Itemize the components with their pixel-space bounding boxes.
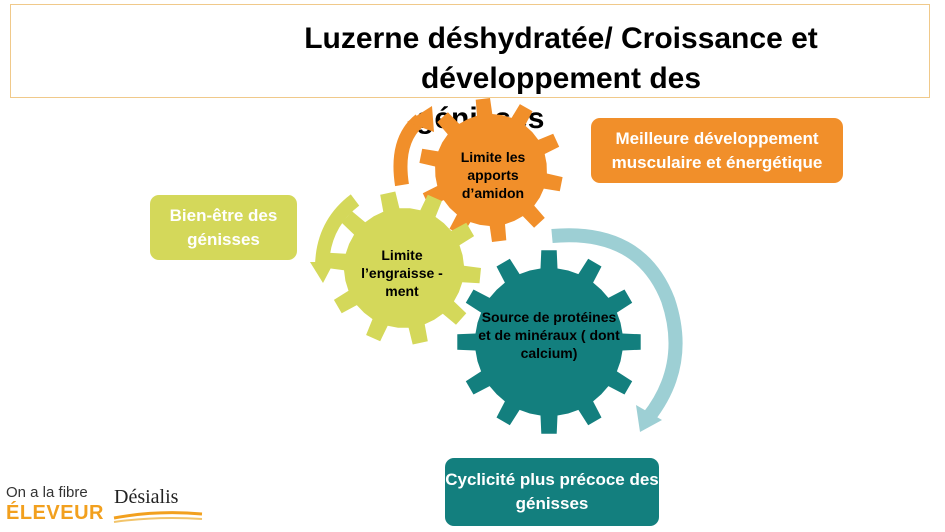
teal-benefit-box: Cyclicité plus précoce des génisses: [445, 458, 659, 526]
desialis-logo: Désialis: [114, 486, 179, 508]
orange-curved-arrow: [393, 106, 434, 187]
desialis-swoosh-icon: [113, 511, 203, 523]
yellow-gear: [327, 191, 481, 345]
teal-gear-label: Source de protéines et de minéraux ( don…: [478, 309, 620, 361]
logo-left-line-2: ÉLEVEUR: [6, 502, 104, 524]
green-benefit-box: Bien-être des génisses: [150, 195, 297, 260]
on-a-la-fibre-logo: On a la fibre ÉLEVEUR: [6, 484, 106, 524]
orange-benefit-box: Meilleure développement musculaire et én…: [591, 118, 843, 183]
logo-left-line-1: On a la fibre: [6, 484, 88, 501]
orange-gear: [419, 98, 563, 242]
teal-curved-arrow: [551, 228, 683, 432]
orange-gear-label: Limite les apports d’amidon: [460, 149, 526, 201]
teal-gear: [457, 250, 641, 434]
title-line-1: Luzerne déshydratée/ Croissance et dével…: [304, 22, 818, 95]
yellow-gear-label: Limite l’engraisse -ment: [361, 247, 443, 299]
